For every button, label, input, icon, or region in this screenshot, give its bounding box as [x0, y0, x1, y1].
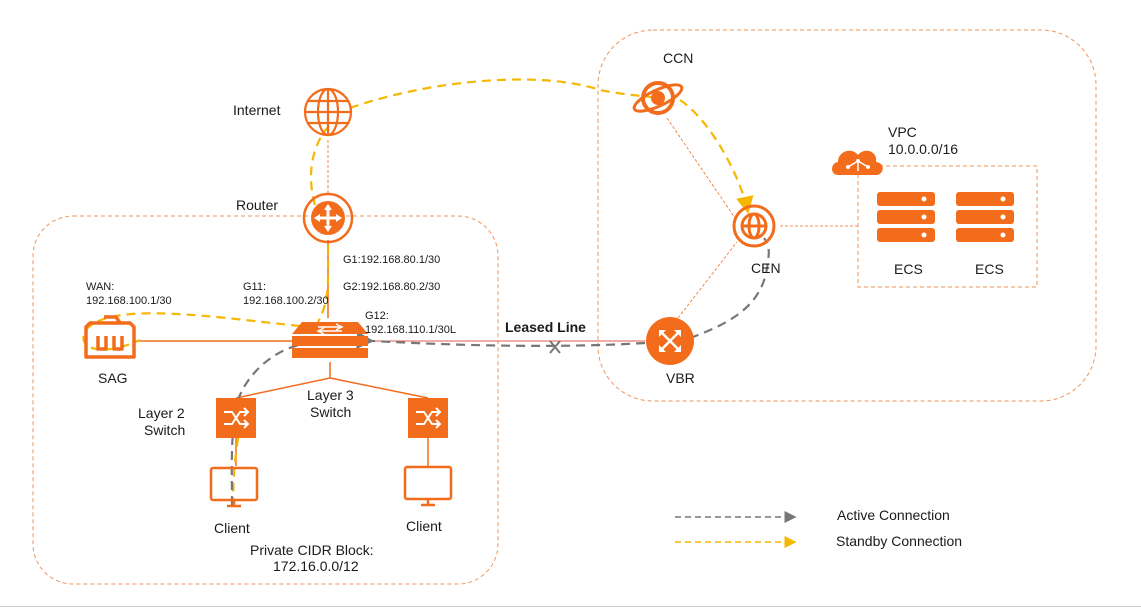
cen-label: CEN	[751, 260, 781, 276]
layer2-switch-label-line1: Layer 2	[138, 405, 185, 421]
client-label-2: Client	[406, 518, 442, 534]
vpc-cidr: 10.0.0.0/16	[888, 141, 959, 157]
private-cidr-title: Private CIDR Block:	[250, 542, 374, 558]
ccn-label: CCN	[663, 50, 694, 66]
ecs-label-2: ECS	[975, 261, 1004, 277]
vpc-boundary	[857, 165, 1038, 288]
server-icon	[956, 192, 1014, 242]
ccn-icon	[632, 81, 684, 115]
g12-interface-ip: 192.168.110.1/30L	[365, 324, 456, 336]
cen-icon	[732, 204, 776, 248]
legend-standby-label: Standby Connection	[836, 533, 963, 549]
router-icon	[302, 192, 354, 244]
cloud-boundary	[597, 29, 1097, 402]
layer2-switch-label-line2: Switch	[144, 422, 186, 438]
sag-label: SAG	[98, 370, 128, 386]
layer2-switch-icon	[216, 398, 256, 438]
wan-interface-label: WAN:	[86, 281, 115, 293]
vbr-icon	[646, 317, 694, 365]
router-label: Router	[236, 197, 279, 213]
monitor-icon	[209, 466, 259, 508]
g12-interface-label: G12:	[365, 310, 389, 322]
bottom-divider	[0, 606, 1141, 607]
internet-label: Internet	[233, 102, 281, 118]
layer3-switch-icon	[292, 322, 368, 358]
physical-links	[136, 117, 858, 466]
vpc-title: VPC	[888, 124, 917, 140]
server-icon	[877, 192, 935, 242]
globe-icon	[303, 87, 353, 137]
layer3-switch-label-line1: Layer 3	[307, 387, 354, 403]
legend-active-label: Active Connection	[837, 507, 950, 523]
leased-line-fault-mark	[549, 340, 561, 354]
layer3-switch-label-line2: Switch	[310, 404, 352, 420]
layer2-switch-icon	[408, 398, 448, 438]
cloud-icon	[832, 150, 883, 175]
monitor-icon	[403, 465, 453, 507]
private-cidr-value: 172.16.0.0/12	[273, 558, 359, 574]
client-label-1: Client	[214, 520, 250, 536]
g2-interface-label: G2:192.168.80.2/30	[343, 281, 441, 293]
leased-line-label: Leased Line	[505, 319, 586, 335]
sag-icon	[84, 315, 136, 359]
wan-interface-ip: 192.168.100.1/30	[86, 295, 172, 307]
ecs-label-1: ECS	[894, 261, 923, 277]
standby-connection-path	[82, 78, 754, 511]
g11-interface-ip: 192.168.100.2/30	[243, 295, 329, 307]
vbr-label: VBR	[666, 370, 695, 386]
on-premises-boundary	[32, 215, 499, 585]
g1-interface-label: G1:192.168.80.1/30	[343, 254, 441, 266]
g11-interface-label: G11:	[243, 281, 267, 293]
